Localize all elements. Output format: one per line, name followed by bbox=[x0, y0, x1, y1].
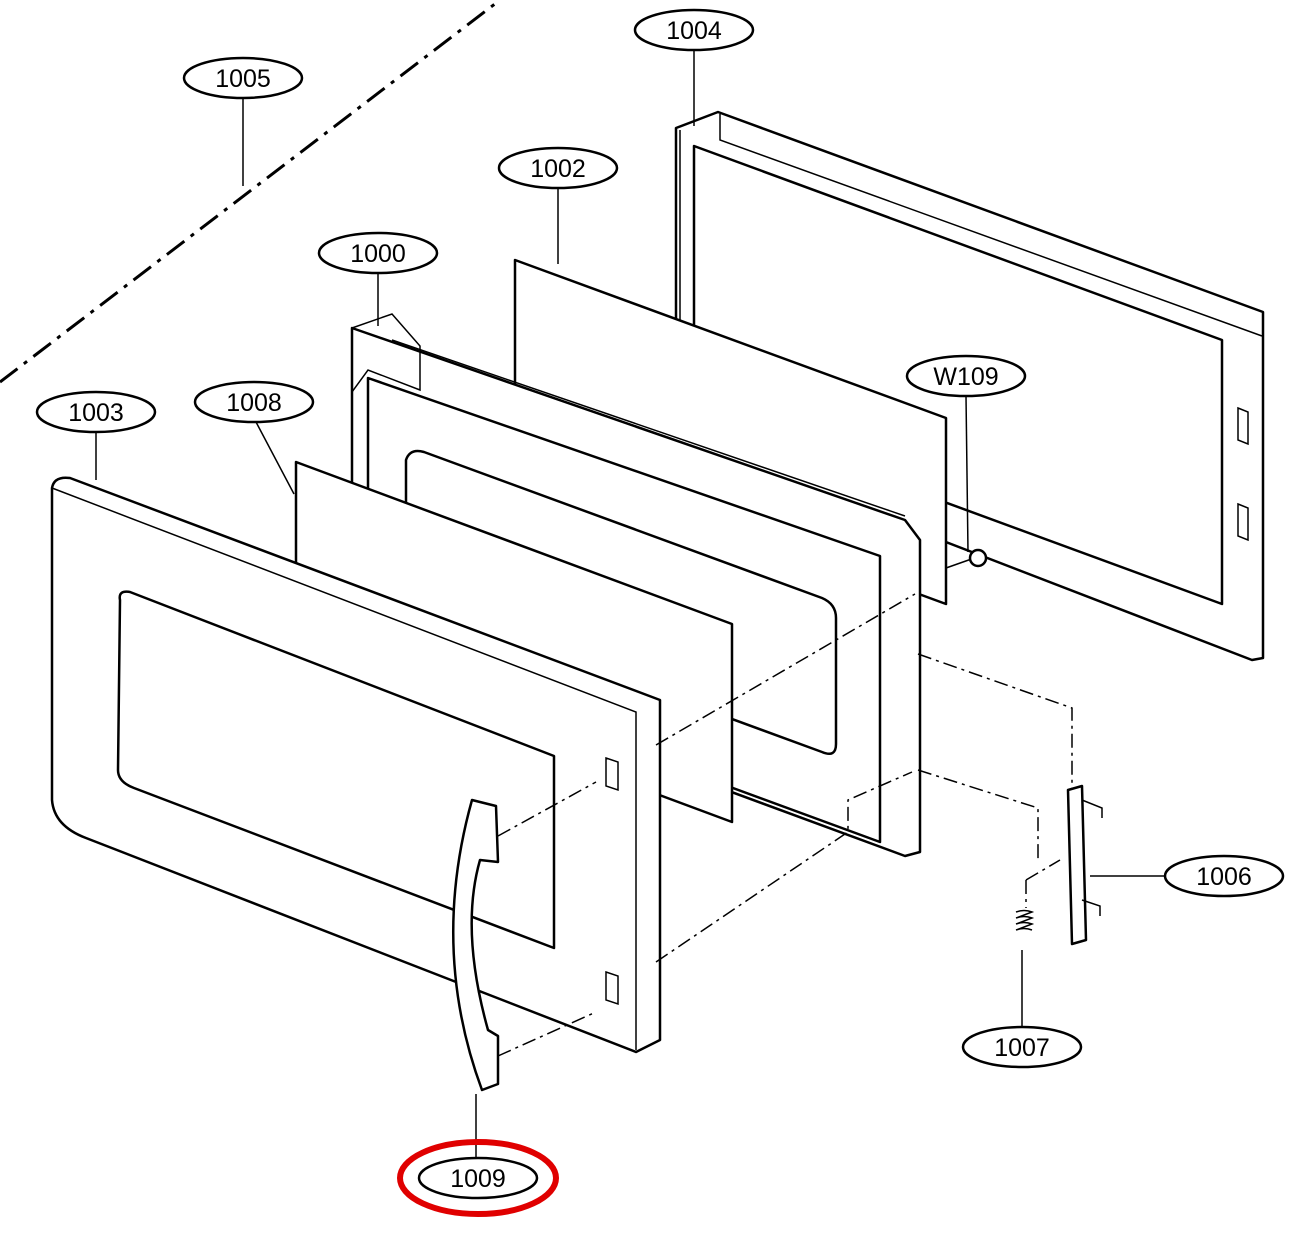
cut-line-1005 bbox=[0, 0, 501, 384]
label-1006: 1006 bbox=[1163, 854, 1285, 898]
label-1004: 1004 bbox=[633, 8, 755, 52]
label-1006-text: 1006 bbox=[1196, 863, 1252, 891]
label-1000: 1000 bbox=[317, 231, 439, 275]
label-w109: W109 bbox=[905, 354, 1027, 398]
label-1002: 1002 bbox=[497, 146, 619, 190]
label-1005: 1005 bbox=[182, 56, 304, 100]
label-1005-text: 1005 bbox=[215, 65, 271, 93]
label-1004-text: 1004 bbox=[666, 17, 722, 45]
highlight-ring-1009 bbox=[397, 1139, 559, 1217]
label-1008: 1008 bbox=[193, 380, 315, 424]
assembly-lines bbox=[497, 593, 1073, 1057]
label-w109-text: W109 bbox=[933, 363, 998, 391]
label-1007: 1007 bbox=[961, 1025, 1083, 1069]
leader-lines bbox=[95, 50, 1164, 1160]
label-1003-text: 1003 bbox=[68, 399, 124, 427]
label-1008-text: 1008 bbox=[226, 389, 282, 417]
part-1007-spring bbox=[1015, 909, 1035, 931]
part-w109-screw bbox=[945, 548, 988, 569]
part-1009-handle bbox=[451, 798, 500, 1092]
label-1009: 1009 bbox=[417, 1156, 539, 1200]
label-1007-text: 1007 bbox=[994, 1034, 1050, 1062]
part-1003-front-door bbox=[50, 476, 662, 1054]
label-1003: 1003 bbox=[35, 390, 157, 434]
part-1006-latch bbox=[1066, 784, 1103, 946]
label-1000-text: 1000 bbox=[350, 240, 406, 268]
label-1009-text: 1009 bbox=[450, 1165, 506, 1193]
label-1002-text: 1002 bbox=[530, 155, 586, 183]
